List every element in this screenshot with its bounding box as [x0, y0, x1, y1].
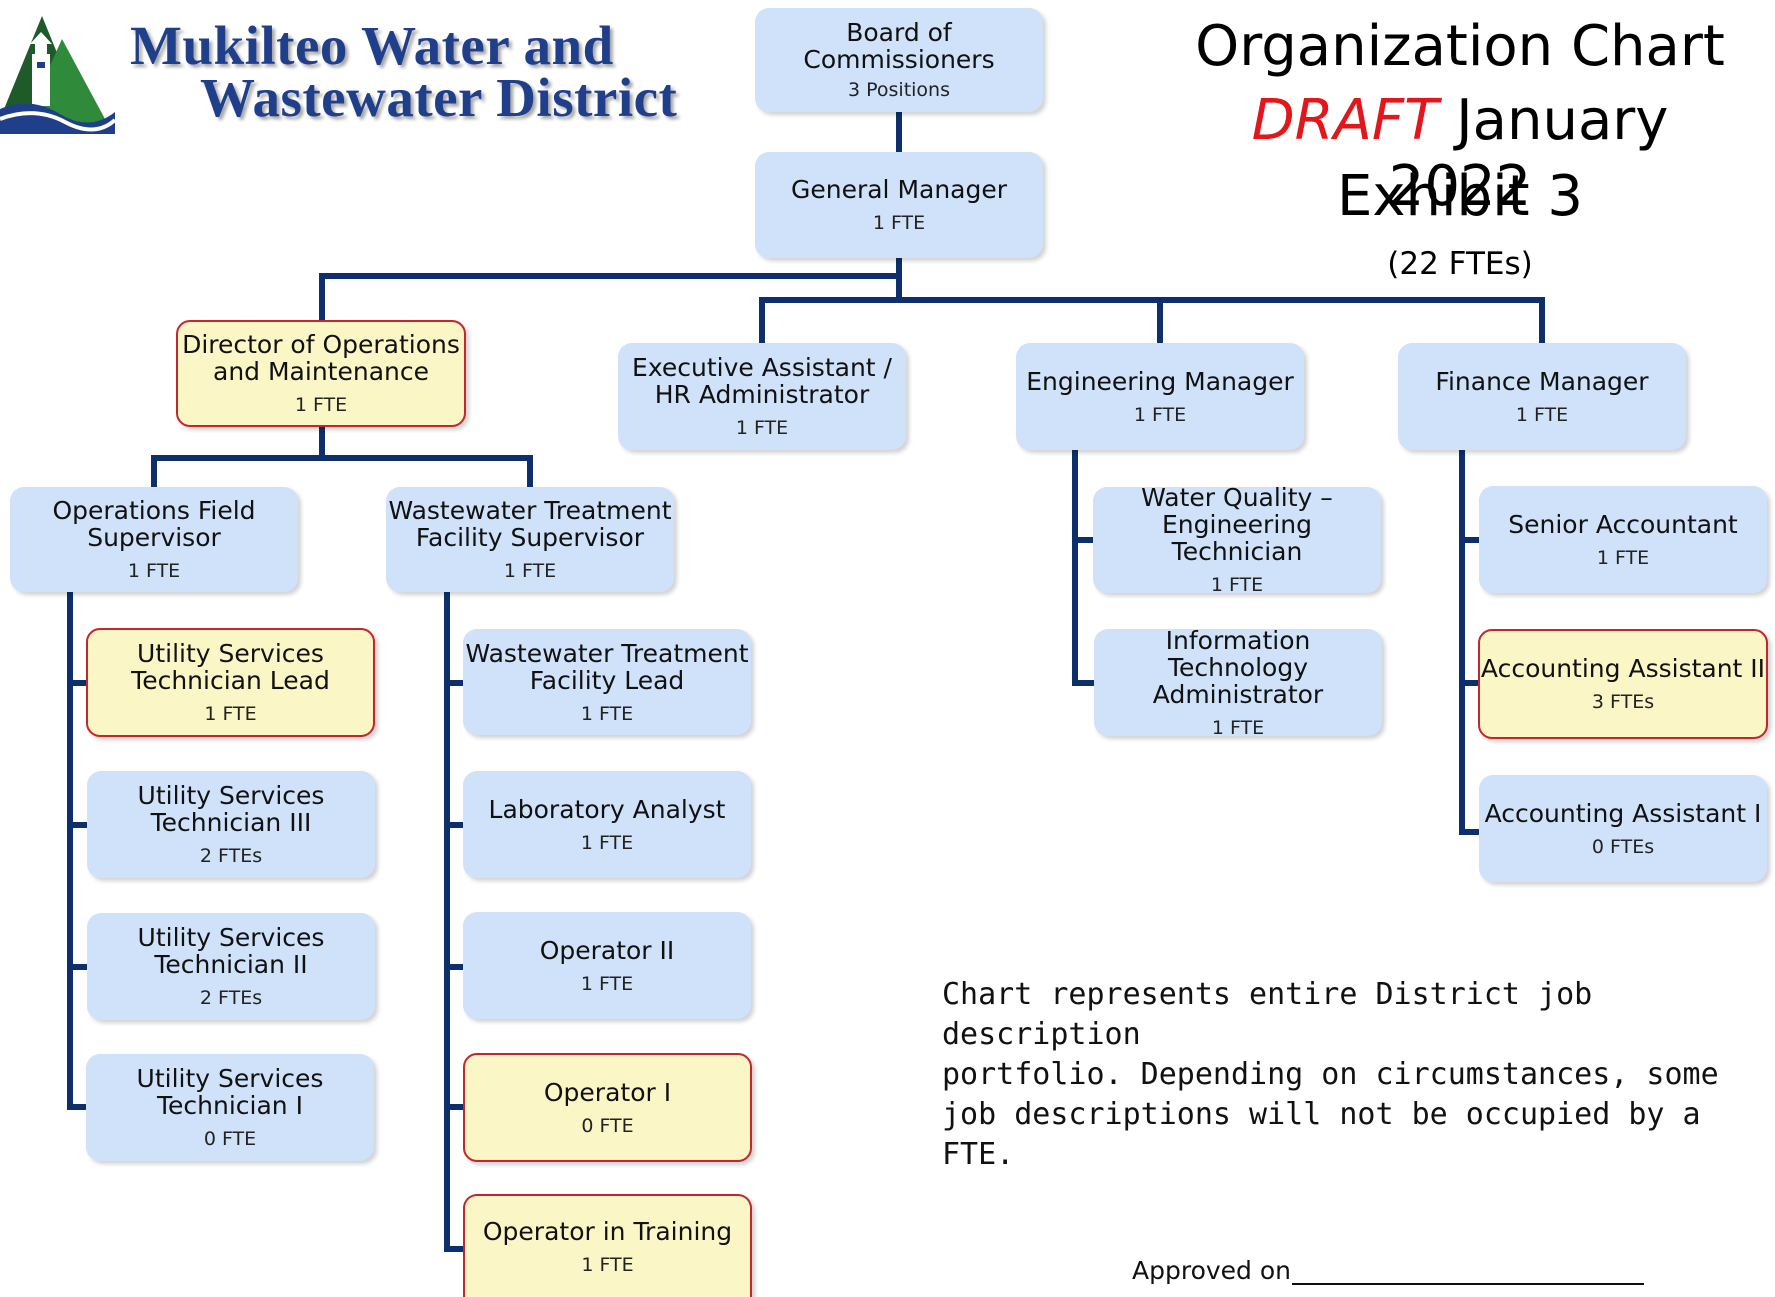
approved-label: Approved on	[1132, 1256, 1291, 1285]
position-count: 1 FTE	[580, 702, 634, 725]
position-general-manager: General Manager 1 FTE	[755, 152, 1043, 258]
position-title: Finance Manager	[1435, 366, 1649, 396]
draft-label: DRAFT	[1251, 88, 1439, 153]
position-count: 1 FTE	[1596, 546, 1650, 569]
chart-date: January 2022	[1388, 88, 1669, 219]
position-title: Operator II	[539, 935, 675, 965]
position-title: Accounting Assistant I	[1484, 798, 1762, 828]
position-title: Operator in Training	[482, 1216, 733, 1246]
position-count: 3 Positions	[847, 79, 950, 101]
position-ust-1: Utility Services Technician I 0 FTE	[86, 1054, 374, 1161]
position-accounting-assistant-2: Accounting Assistant II 3 FTEs	[1478, 629, 1768, 739]
position-count: 0 FTE	[203, 1128, 257, 1150]
position-senior-accountant: Senior Accountant 1 FTE	[1479, 486, 1767, 593]
position-ust-2: Utility Services Technician II 2 FTEs	[87, 913, 375, 1020]
position-count: 0 FTEs	[1591, 835, 1655, 858]
position-title: Laboratory Analyst	[488, 794, 726, 824]
position-board: Board of Commissioners 3 Positions	[755, 8, 1043, 112]
position-count: 1 FTE	[581, 1253, 634, 1276]
position-operator-1: Operator I 0 FTE	[463, 1053, 752, 1162]
position-title: Utility Services Technician III	[137, 781, 325, 837]
position-title: Operator I	[543, 1077, 672, 1107]
position-title: Accounting Assistant II	[1480, 654, 1766, 683]
connector-director-sups	[151, 424, 533, 490]
position-accounting-assistant-1: Accounting Assistant I 0 FTEs	[1479, 775, 1767, 882]
position-count: 0 FTE	[581, 1114, 634, 1137]
position-it-administrator: Information Technology Administrator 1 F…	[1094, 625, 1382, 739]
position-count: 1 FTE	[1211, 716, 1265, 739]
position-engineering-manager: Engineering Manager 1 FTE	[1016, 343, 1304, 450]
position-finance-manager: Finance Manager 1 FTE	[1398, 343, 1686, 450]
position-count: 1 FTE	[503, 560, 557, 582]
position-count: 1 FTE	[294, 394, 348, 416]
org-name-line1: Mukilteo Water and	[130, 15, 614, 76]
position-title: Wastewater Treatment Facility Supervisor	[388, 496, 672, 552]
position-count: 2 FTEs	[199, 987, 263, 1009]
position-title: General Manager	[790, 175, 1008, 204]
exhibit-label: Exhibit 3	[1336, 164, 1584, 229]
chart-subtitle: DRAFT January 2022	[1180, 88, 1740, 220]
position-title: Water Quality – Engineering Technician	[1141, 483, 1333, 566]
position-count: 1 FTE	[1133, 403, 1187, 426]
position-title: Director of Operations and Maintenance	[182, 330, 460, 386]
note-line: portfolio. Depending on circumstances, s…	[942, 1057, 1719, 1092]
position-title: Operations Field Supervisor	[52, 496, 256, 552]
note-line: job descriptions will not be occupied by…	[942, 1097, 1701, 1172]
position-title: Wastewater Treatment Facility Lead	[465, 638, 749, 695]
position-count: 1 FTE	[1210, 574, 1264, 596]
position-count: 1 FTE	[580, 972, 634, 995]
note-line: Chart represents entire District job des…	[942, 977, 1593, 1052]
position-title: Utility Services Technician II	[137, 923, 325, 979]
position-title: Executive Assistant / HR Administrator	[632, 353, 892, 409]
position-count: 1 FTE	[735, 417, 789, 439]
total-fte: (22 FTEs)	[1387, 246, 1533, 282]
position-count: 1 FTE	[204, 703, 257, 725]
position-operations-field-supervisor: Operations Field Supervisor 1 FTE	[10, 487, 298, 592]
position-lab-analyst: Laboratory Analyst 1 FTE	[463, 771, 751, 878]
position-executive-assistant: Executive Assistant / HR Administrator 1…	[618, 343, 906, 450]
position-title: Information Technology Administrator	[1152, 625, 1324, 709]
position-count: 1 FTE	[1515, 403, 1569, 426]
approval-signature-line	[1292, 1283, 1644, 1285]
position-title: Engineering Manager	[1026, 366, 1294, 396]
chart-title: Organization Chart	[1195, 14, 1725, 79]
position-title: Utility Services Technician I	[136, 1064, 324, 1120]
position-title: Board of Commissioners	[803, 18, 995, 74]
position-ust-lead: Utility Services Technician Lead 1 FTE	[86, 628, 375, 737]
connector-gm-director	[319, 273, 902, 323]
position-wwtf-supervisor: Wastewater Treatment Facility Supervisor…	[386, 487, 674, 592]
position-wq-engineering-tech: Water Quality – Engineering Technician 1…	[1093, 483, 1381, 596]
position-count: 1 FTE	[580, 831, 634, 854]
position-operator-2: Operator II 1 FTE	[463, 912, 751, 1019]
position-director-operations: Director of Operations and Maintenance 1…	[176, 320, 466, 427]
position-count: 3 FTEs	[1591, 691, 1655, 713]
position-count: 2 FTEs	[199, 845, 263, 867]
position-ust-3: Utility Services Technician III 2 FTEs	[87, 771, 375, 878]
position-wwtf-lead: Wastewater Treatment Facility Lead 1 FTE	[463, 629, 751, 735]
position-title: Senior Accountant	[1508, 509, 1738, 539]
position-operator-in-training: Operator in Training 1 FTE	[463, 1194, 752, 1297]
position-count: 1 FTE	[127, 560, 181, 582]
position-title: Utility Services Technician Lead	[131, 639, 330, 695]
position-count: 1 FTE	[872, 212, 926, 234]
district-logo-icon	[0, 16, 115, 134]
org-name-line2: Wastewater District	[200, 67, 678, 128]
chart-note: Chart represents entire District job des…	[942, 975, 1775, 1175]
